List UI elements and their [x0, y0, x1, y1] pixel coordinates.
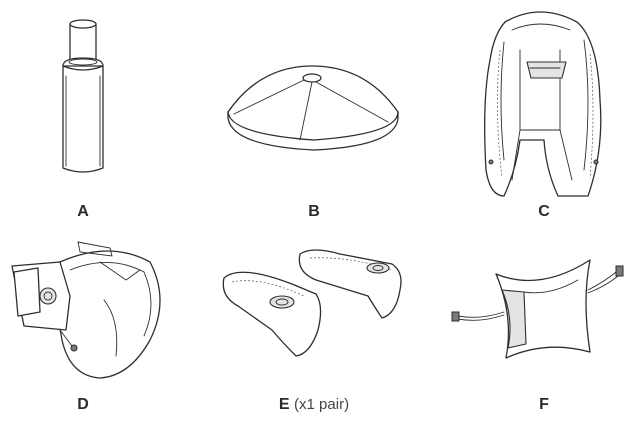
part-letter: C [538, 203, 550, 220]
part-letter: D [77, 396, 89, 413]
part-label-d: D [3, 396, 163, 414]
part-label-f: F [464, 396, 624, 414]
part-letter: E [278, 396, 290, 413]
part-letter: B [308, 203, 320, 220]
part-letter: F [539, 396, 549, 413]
part-label-c: C [464, 203, 624, 221]
part-label-a: A [3, 203, 163, 221]
part-quantity-note: (x1 pair) [294, 396, 350, 413]
part-label-e: E (x1 pair) [234, 396, 394, 414]
part-letter: A [77, 203, 89, 220]
part-label-b: B [234, 203, 394, 221]
